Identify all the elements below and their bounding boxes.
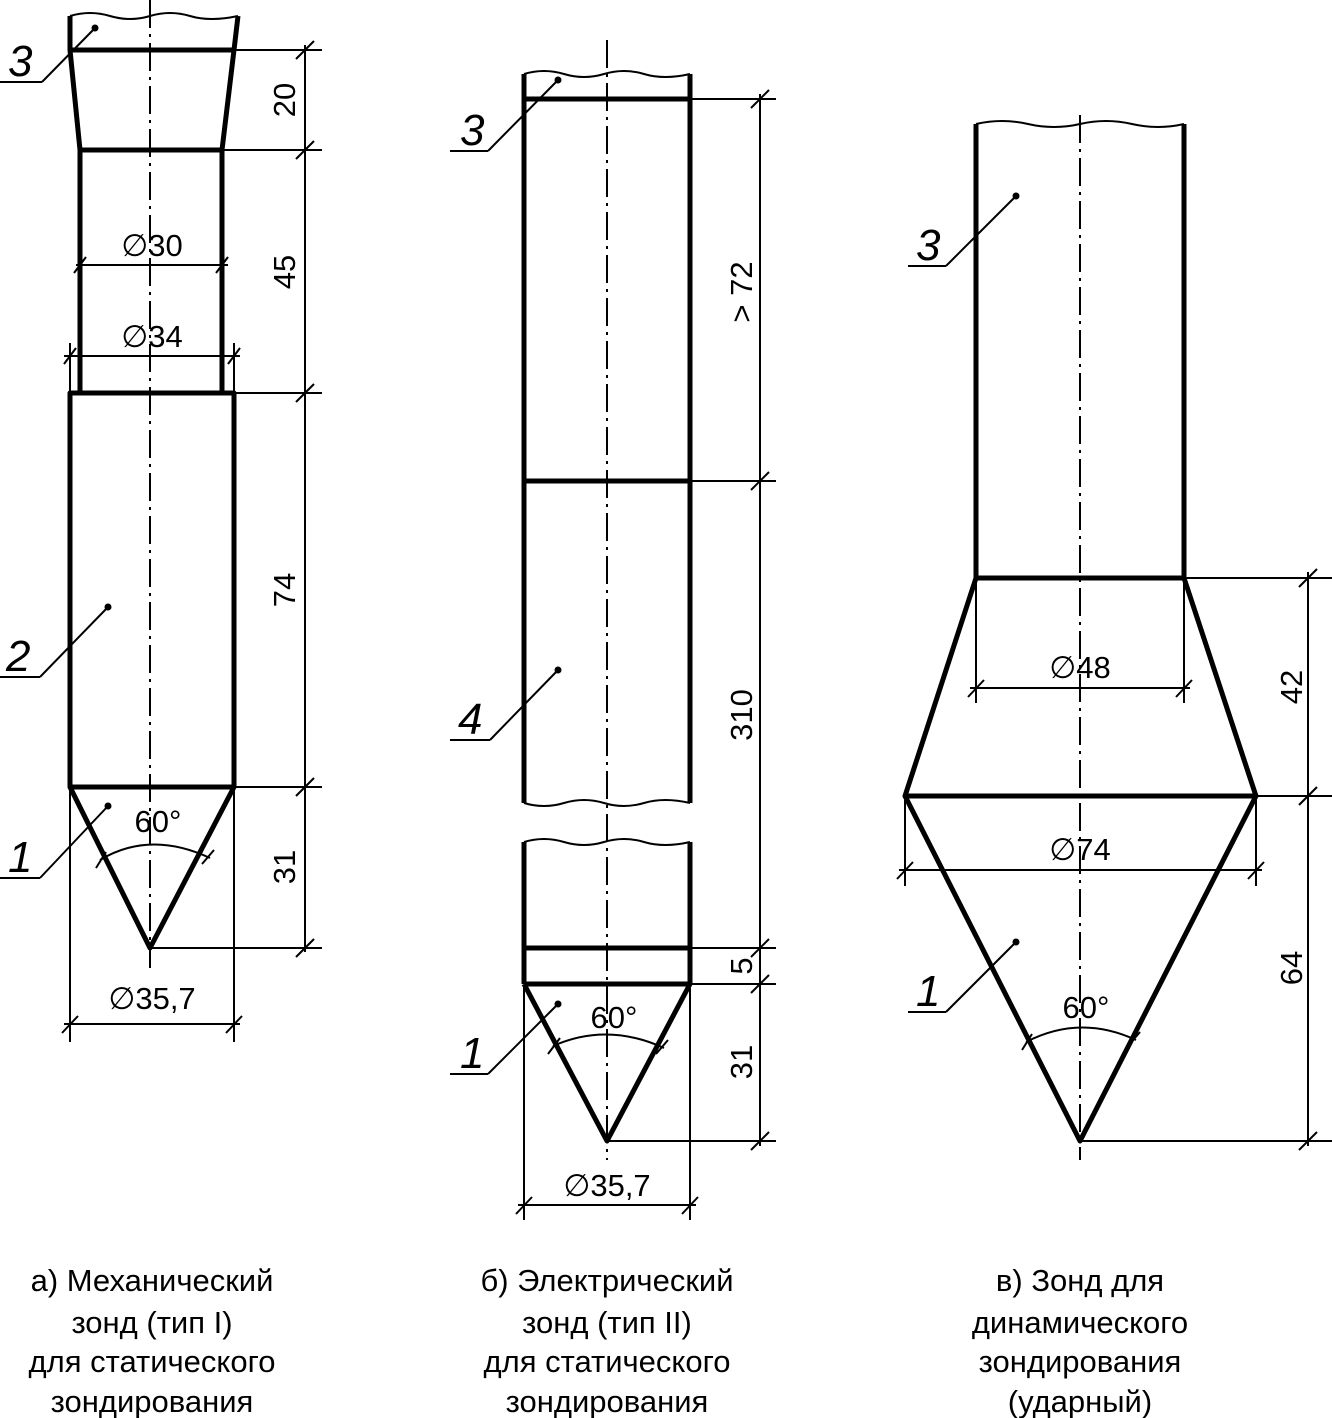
probe-c-angle: 60° — [1063, 990, 1110, 1025]
probe-b-angle: 60° — [591, 1000, 638, 1035]
probe-b-angle-arc — [547, 1033, 669, 1055]
probe-c-caption-line-2: динамического — [972, 1305, 1188, 1340]
probe-b-caption-line-3: для статического — [484, 1344, 731, 1379]
probe-c-caption-line-4: (ударный) — [1008, 1384, 1152, 1418]
probe-b-label-rod: 3 — [460, 106, 485, 155]
probe-b-leader-sleeve — [450, 666, 562, 741]
probe-a-diameter-357-line — [61, 790, 243, 1042]
probe-c-diameter-48-line — [967, 582, 1193, 703]
probe-b-diameter-357: ∅35,7 — [563, 1168, 650, 1203]
probe-a-dim-20: 20 — [267, 83, 302, 117]
probe-a-diameter-30-line — [73, 256, 229, 274]
probe-c-transition — [902, 577, 1259, 799]
probe-b-caption-line-2: зонд (тип II) — [522, 1305, 692, 1340]
probe-a-label-cone: 1 — [8, 833, 32, 882]
probe-a-leader-sleeve — [0, 603, 112, 678]
probe-a-leader-cone — [0, 802, 112, 879]
probe-b-caption: б) Электрический зонд (тип II) для стати… — [480, 1263, 733, 1418]
probe-b-lower-body — [521, 842, 693, 987]
probe-a-dim-line-vertical — [150, 40, 322, 958]
probe-a-diameter-34-line — [63, 343, 241, 393]
probe-b-label-sleeve: 4 — [458, 695, 482, 744]
probe-a-diameter-357: ∅35,7 — [108, 981, 195, 1016]
probe-b-diameter-357-line — [515, 988, 699, 1220]
probe-a-diameter-34: ∅34 — [121, 319, 183, 354]
probe-b-caption-line-1: б) Электрический — [480, 1263, 733, 1298]
probe-c-dim-64: 64 — [1274, 951, 1309, 985]
probe-c-label-rod: 3 — [916, 221, 941, 270]
probe-c-caption-line-1: в) Зонд для — [996, 1263, 1164, 1298]
probe-a-leader-rod — [0, 24, 99, 83]
probe-b-break-line-top — [523, 70, 691, 78]
probe-a-caption: а) Механический зонд (тип I) для статиче… — [29, 1263, 276, 1418]
probe-a: 20 45 74 31 ∅30 ∅34 ∅35,7 — [0, 0, 322, 1418]
probe-a-caption-line-1: а) Механический — [31, 1263, 274, 1298]
probe-a-break-line — [69, 12, 239, 20]
probe-a-caption-line-3: для статического — [29, 1344, 276, 1379]
probe-a-caption-line-2: зонд (тип I) — [71, 1305, 232, 1340]
probe-a-dim-45: 45 — [267, 255, 302, 289]
probe-a-angle: 60° — [135, 804, 182, 839]
probe-a-label-rod: 3 — [8, 37, 33, 86]
probe-c-break-line — [975, 120, 1185, 128]
probe-b-rod — [521, 74, 693, 803]
probe-b-dim-5: 5 — [724, 957, 759, 974]
probe-b-leader-rod — [450, 76, 562, 152]
probe-c-caption: в) Зонд для динамического зондирования (… — [972, 1263, 1188, 1418]
probe-c-label-cone: 1 — [916, 967, 940, 1016]
probe-c-dim-line-vertical — [1080, 568, 1332, 1151]
probe-b-leader-cone — [450, 1000, 562, 1075]
probe-c-rod — [973, 124, 1187, 581]
probe-c-leader-rod — [908, 192, 1020, 267]
probe-b-dim-310: 310 — [724, 689, 759, 741]
probe-c-diameter-74: ∅74 — [1049, 832, 1111, 867]
probe-a-rod — [67, 15, 241, 393]
probe-b-dim-line-vertical — [607, 89, 776, 1151]
probe-b-dim-72: > 72 — [724, 261, 759, 322]
probe-a-caption-line-4: зондирования — [51, 1384, 254, 1418]
probe-a-angle-arc — [95, 843, 215, 869]
probe-c-leader-cone — [908, 938, 1020, 1013]
probe-b-label-cone: 1 — [460, 1029, 484, 1078]
probe-c: 42 64 ∅48 ∅74 60° 3 — [896, 115, 1332, 1418]
probe-c-angle-arc — [1021, 1026, 1141, 1051]
probe-c-caption-line-3: зондирования — [979, 1344, 1182, 1379]
probe-c-diameter-48: ∅48 — [1049, 650, 1111, 685]
probe-a-dim-74: 74 — [267, 573, 302, 607]
probe-b: > 72 310 5 31 ∅35,7 60° 3 4 — [450, 40, 776, 1418]
probe-a-friction-sleeve — [67, 390, 237, 790]
probe-b-dim-31: 31 — [724, 1045, 759, 1079]
probe-c-dim-42: 42 — [1274, 670, 1309, 704]
probe-b-break-line-mid — [523, 799, 691, 846]
probe-a-diameter-30: ∅30 — [121, 228, 183, 263]
probe-c-diameter-74-line — [896, 800, 1265, 886]
probe-a-label-sleeve: 2 — [5, 632, 30, 681]
probe-b-caption-line-4: зондирования — [506, 1384, 709, 1418]
probe-a-dim-31: 31 — [267, 850, 302, 884]
